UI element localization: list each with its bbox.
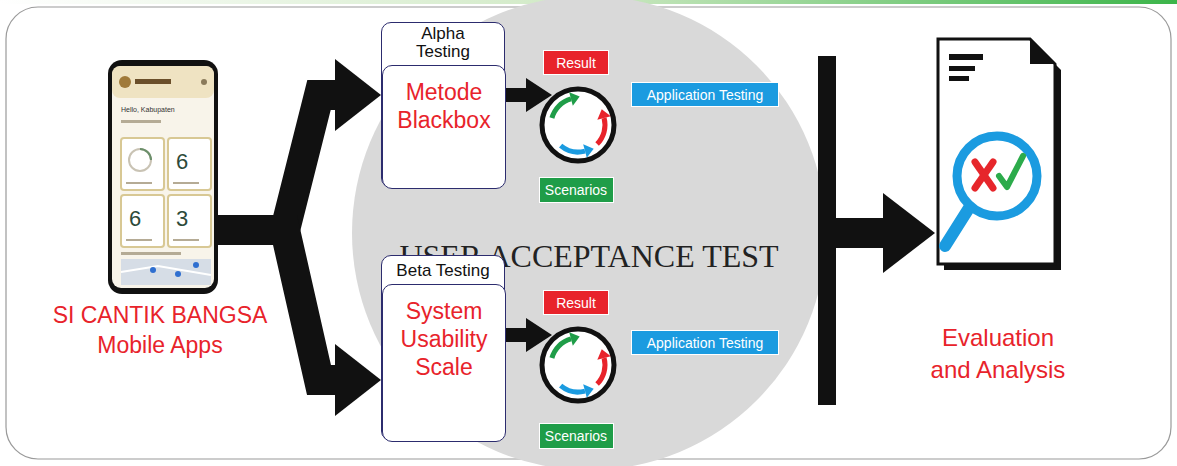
node-text: Scenarios [545,182,607,198]
test-group: Alpha TestingMetode Blackbox [381,22,505,188]
scenario-tag: Scenarios [539,423,614,449]
screen-number: 3 [176,207,188,231]
magnifier-icon [945,136,1037,246]
phone-body [108,60,218,294]
test-group: Beta TestingSystem Usability Scale [381,255,505,441]
node-text: Application Testing [647,87,763,103]
node-text: Application Testing [647,335,763,351]
method-box: Metode Blackbox [382,65,506,189]
phone-app: SI CANTIK BANGSA Mobile Apps [108,60,218,294]
node-text: Beta Testing [384,256,502,280]
screen-number: 6 [129,207,141,231]
cycle-icon [542,329,614,401]
node-text: SI CANTIK BANGSA Mobile Apps [40,300,280,360]
node-text: Alpha Testing [398,23,488,61]
method-box: System Usability Scale [382,284,506,442]
cycle-icon [542,89,614,161]
node-text: Result [556,295,596,311]
screen-number: 6 [176,150,188,174]
result-tag: Result [543,50,609,75]
phone-screen [112,66,214,288]
evaluation-document-shape [935,36,1060,270]
block-arrow [826,193,935,273]
result-tag: Result [543,290,609,315]
testing-tag: Application Testing [631,82,779,107]
node-text: Result [556,55,596,71]
document-page [938,39,1055,264]
scenario-tag: Scenarios [539,177,614,203]
node-text: Scenarios [545,428,607,444]
node-text: System Usability Scale [383,285,505,381]
evaluation-document: Evaluation and Analysis [935,36,1060,270]
map-area [121,259,211,285]
uat-circle: USER ACCEPTANCE TESTAlpha TestingMetode … [352,0,826,466]
phone-app-shape [108,60,218,294]
merge-bar [818,56,836,405]
testing-tag: Application Testing [631,330,779,355]
screen-greeting: Hello, Kabupaten [121,105,175,114]
node-text: Evaluation and Analysis [924,322,1072,386]
node-text: Metode Blackbox [383,66,505,134]
uat-circle [352,0,826,466]
